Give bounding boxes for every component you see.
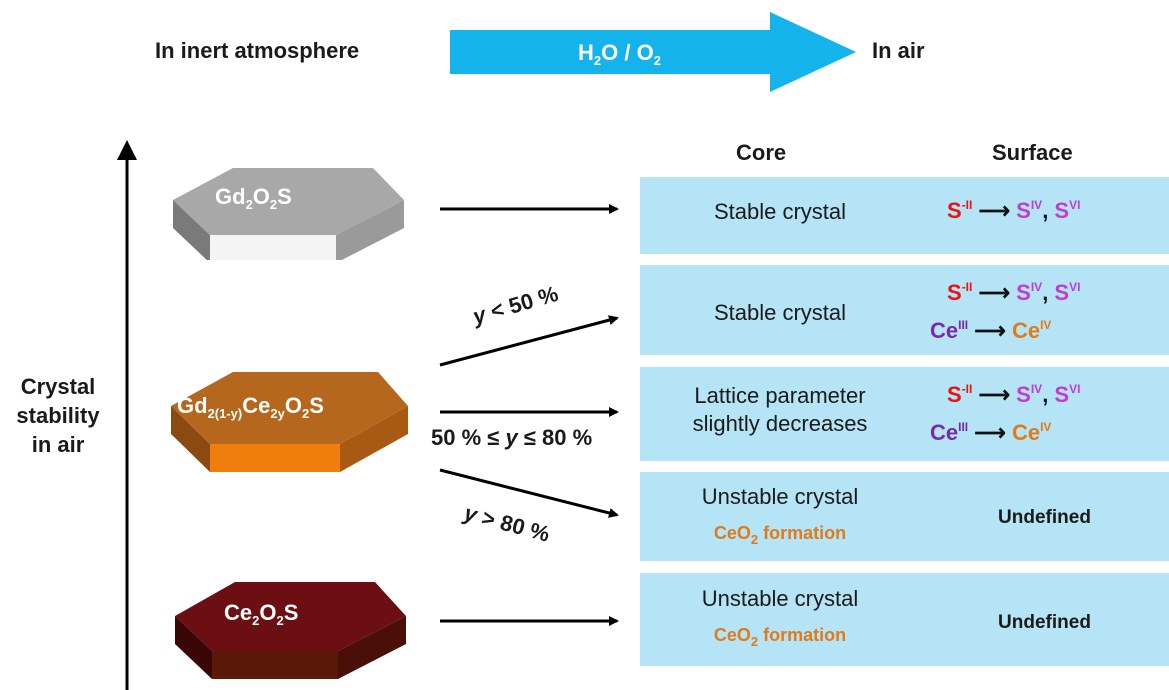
gd-ce-mixed-platelet bbox=[171, 372, 408, 472]
core-column-header: Core bbox=[736, 140, 787, 165]
core-row-1: Stable crystal bbox=[713, 199, 847, 224]
reaction-arrow-icon: ⟶ bbox=[974, 420, 1006, 445]
reaction-arrow-icon: ⟶ bbox=[974, 318, 1006, 343]
row-panel-2 bbox=[640, 265, 1169, 355]
arrow-y-gt-80 bbox=[439, 468, 619, 518]
gd2o2s-label: Gd2O2S bbox=[215, 184, 292, 212]
surface-undefined-row-5: Undefined bbox=[998, 612, 1091, 633]
reaction-arrow-icon: ⟶ bbox=[978, 198, 1011, 223]
condition-y-50-80: 50 % ≤ y ≤ 80 % bbox=[431, 425, 593, 450]
row-panel-1 bbox=[640, 177, 1169, 254]
arrow-y-lt-50 bbox=[439, 315, 619, 367]
core-row-5: Unstable crystal CeO2 formation bbox=[640, 585, 920, 651]
surface-column-header: Surface bbox=[992, 140, 1073, 165]
in-air-label: In air bbox=[872, 38, 925, 63]
core-row-2: Stable crystal bbox=[713, 300, 847, 325]
ce2o2s-label: Ce2O2S bbox=[224, 600, 299, 628]
surface-cerium-row-2: CeIII ⟶ CeIV bbox=[930, 318, 1052, 343]
surface-sulfur-row-1: S-II ⟶ SIV, SVI bbox=[947, 198, 1081, 223]
surface-cerium-row-3: CeIII ⟶ CeIV bbox=[930, 420, 1052, 445]
ceo2-formation-note: CeO2 formation bbox=[713, 523, 847, 547]
gd2o2s-platelet bbox=[173, 168, 404, 260]
inert-atmosphere-label: In inert atmosphere bbox=[155, 38, 360, 63]
reaction-arrow-icon: ⟶ bbox=[978, 382, 1011, 407]
row-panel-5 bbox=[640, 573, 1169, 666]
reaction-arrow-label: H2O / O2 bbox=[578, 40, 661, 68]
stability-axis-arrow bbox=[117, 140, 137, 690]
row-panel-4 bbox=[640, 472, 1169, 561]
surface-sulfur-row-3: S-II ⟶ SIV, SVI bbox=[947, 382, 1081, 407]
row-panel-3 bbox=[640, 367, 1169, 461]
surface-undefined-row-4: Undefined bbox=[998, 507, 1091, 528]
surface-sulfur-row-2: S-II ⟶ SIV, SVI bbox=[947, 280, 1081, 305]
reaction-arrow bbox=[450, 12, 856, 92]
ce2o2s-platelet bbox=[175, 582, 406, 679]
ceo2-formation-note: CeO2 formation bbox=[713, 625, 847, 649]
core-row-4: Unstable crystal CeO2 formation bbox=[640, 483, 920, 549]
gd-ce-mixed-label: Gd2(1-y)Ce2yO2S bbox=[177, 393, 324, 421]
transition-arrows bbox=[439, 204, 619, 626]
reaction-arrow-icon: ⟶ bbox=[978, 280, 1011, 305]
